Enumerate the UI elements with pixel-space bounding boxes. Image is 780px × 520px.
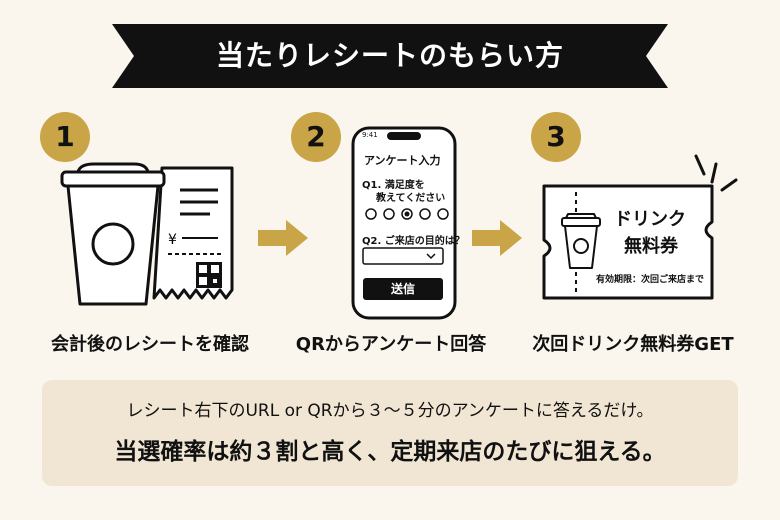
step-3-badge: 3 bbox=[531, 112, 581, 162]
survey-q2: Q2. ご来店の目的は？ bbox=[362, 236, 465, 247]
banner-ribbon bbox=[112, 24, 668, 88]
ticket-title-line1: ドリンク bbox=[614, 209, 686, 230]
step-1-label: 会計後のレシートを確認 bbox=[51, 334, 249, 355]
arrow-right-icon bbox=[258, 220, 308, 256]
submit-button[interactable]: 送信 bbox=[390, 282, 415, 296]
yen-symbol: ¥ bbox=[168, 232, 177, 248]
note-highlight: 当選確率は約３割と高く、定期来店のたびに狙える。 bbox=[114, 439, 666, 465]
smartphone-icon bbox=[351, 126, 457, 320]
info-note-box: レシート右下のURL or QRから３～５分のアンケートに答えるだけ。 当選確率… bbox=[42, 380, 738, 486]
survey-header: アンケート入力 bbox=[364, 154, 441, 167]
cup-and-receipt-icon: ¥ bbox=[60, 162, 234, 306]
ticket-expiry: 有効期限：次回ご来店まで bbox=[596, 275, 705, 285]
step-2-badge: 2 bbox=[291, 112, 341, 162]
step-2-label: QRからアンケート回答 bbox=[295, 334, 487, 355]
step-3-label: 次回ドリンク無料券GET bbox=[532, 334, 734, 355]
arrow-right-icon bbox=[472, 220, 522, 256]
survey-q1-line2: 教えてください bbox=[376, 193, 446, 204]
step-1-badge: 1 bbox=[40, 112, 90, 162]
phone-time: 9:41 bbox=[362, 131, 378, 139]
page-title: 当たりレシートのもらい方 bbox=[215, 39, 564, 72]
ticket-title-line2: 無料券 bbox=[624, 236, 678, 257]
title-banner: 当たりレシートのもらい方 bbox=[112, 24, 668, 88]
free-drink-ticket-icon bbox=[542, 154, 738, 300]
survey-q1-line1: Q1. 満足度を bbox=[362, 180, 425, 191]
note-instruction: レシート右下のURL or QRから３～５分のアンケートに答えるだけ。 bbox=[126, 401, 654, 421]
